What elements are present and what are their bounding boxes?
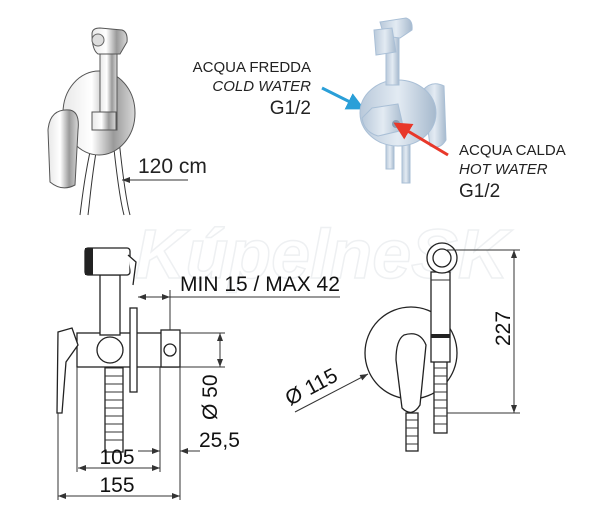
faucet-photo-front bbox=[47, 27, 136, 216]
side-view-drawing bbox=[56, 247, 181, 453]
hot-thread-label: G1/2 bbox=[459, 181, 500, 202]
hose-length-label: 120 cm bbox=[138, 155, 207, 178]
inner-width-dimension: 105 bbox=[99, 446, 134, 469]
cold-thread-label: G1/2 bbox=[270, 98, 311, 119]
body-diameter-dimension: Ø 50 bbox=[199, 374, 222, 420]
hot-water-en-label: HOT WATER bbox=[459, 161, 548, 178]
cold-water-arrow bbox=[321, 86, 365, 110]
dimension-lines-side bbox=[57, 290, 340, 500]
offset-dimension: 25,5 bbox=[199, 429, 240, 452]
dimension-lines-front bbox=[294, 249, 520, 414]
cold-water-it-label: ACQUA FREDDA bbox=[193, 59, 311, 76]
hot-water-arrow bbox=[393, 122, 449, 157]
front-view-drawing bbox=[364, 242, 458, 452]
total-width-dimension: 155 bbox=[99, 474, 134, 497]
faucet-photo-rear bbox=[359, 17, 447, 184]
cold-water-en-label: COLD WATER bbox=[212, 78, 311, 95]
wall-depth-dimension: MIN 15 / MAX 42 bbox=[180, 273, 340, 296]
height-dimension: 227 bbox=[492, 311, 515, 346]
hot-water-it-label: ACQUA CALDA bbox=[459, 142, 566, 159]
